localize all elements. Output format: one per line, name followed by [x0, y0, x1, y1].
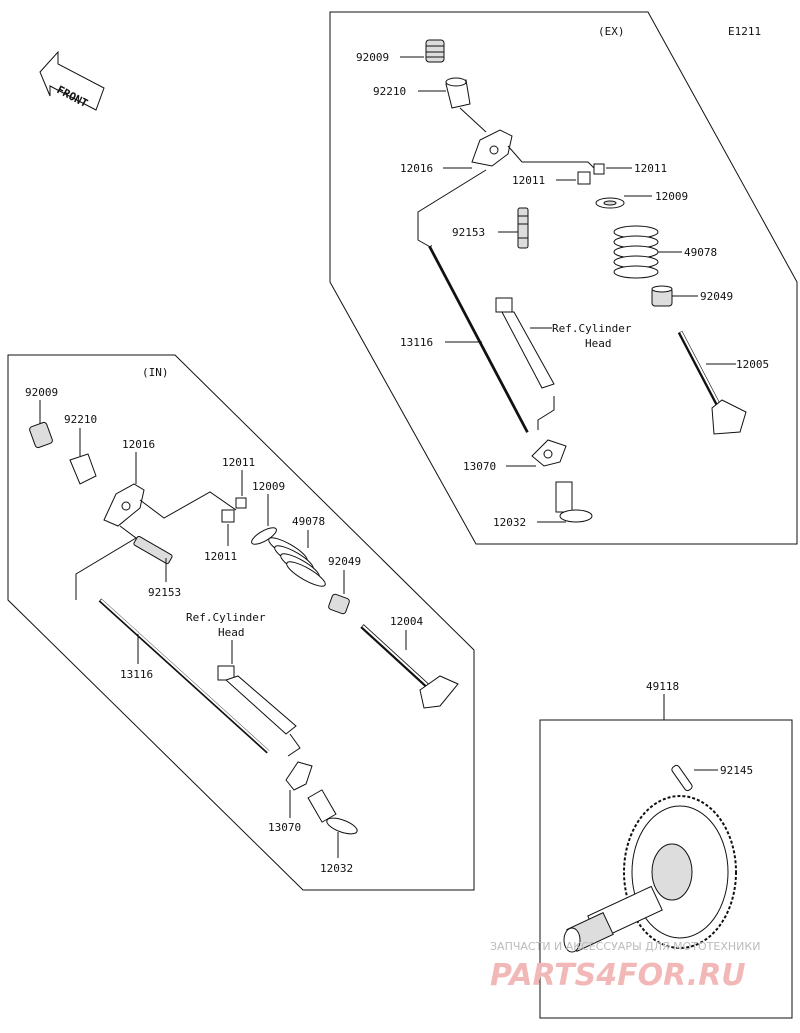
ex-part-12016-rocker-icon	[471, 129, 513, 167]
in-part-12004-valve-icon	[360, 624, 459, 709]
ex-label-12005: 12005	[736, 358, 769, 371]
ex-label-92210: 92210	[373, 85, 406, 98]
in-label-12004: 12004	[390, 615, 423, 628]
ex-part-92009-icon	[425, 39, 445, 63]
ex-label-92049: 92049	[700, 290, 733, 303]
in-part-92009-icon	[29, 421, 53, 449]
ex-part-12011-a-icon	[593, 163, 605, 175]
ex-part-13070-plate-icon	[531, 439, 567, 467]
in-part-13070-plate-icon	[285, 761, 313, 791]
in-part-49078-spring-icon	[268, 537, 326, 587]
ex-part-13116-pushrod-icon	[428, 245, 531, 433]
ex-part-49078-spring-icon	[613, 225, 659, 279]
ex-label-13070: 13070	[463, 460, 496, 473]
in-group-border	[7, 354, 475, 891]
ex-part-12005-valve-icon	[677, 330, 747, 435]
ex-label-12032: 12032	[493, 516, 526, 529]
ex-ref-line2: Head	[585, 337, 612, 350]
ex-label-12016: 12016	[400, 162, 433, 175]
in-ref-line2: Head	[218, 626, 245, 639]
ex-group-label: (EX)	[598, 25, 625, 38]
cam-label-92145: 92145	[720, 764, 753, 777]
ex-part-12009-icon	[595, 197, 625, 209]
in-label-12032: 12032	[320, 862, 353, 875]
cam-group-border	[539, 719, 793, 1019]
ex-part-92153-bolt-icon	[517, 207, 529, 249]
in-part-13116-pushrod-icon	[98, 598, 270, 754]
in-part-92049-seal-icon	[328, 593, 350, 615]
in-ref-cylinder-head-bolt-icon	[217, 665, 297, 735]
cam-part-49118-camshaft-gear-icon	[563, 795, 737, 953]
front-arrow-icon: FRONT	[39, 50, 105, 111]
in-label-13070: 13070	[268, 821, 301, 834]
in-part-12009-icon	[251, 527, 277, 545]
in-group-label: (IN)	[142, 366, 169, 379]
in-part-12016-rocker-icon	[103, 483, 145, 527]
ex-part-92049-seal-icon	[651, 285, 673, 307]
ex-label-13116: 13116	[400, 336, 433, 349]
in-ref-line1: Ref.Cylinder	[186, 611, 266, 624]
ex-ref-line1: Ref.Cylinder	[552, 322, 632, 335]
ex-part-92210-icon	[445, 77, 471, 109]
in-label-92049: 92049	[328, 555, 361, 568]
in-label-49078: 49078	[292, 515, 325, 528]
in-part-12011-a-icon	[235, 497, 247, 509]
ex-label-92153: 92153	[452, 226, 485, 239]
ex-label-12009: 12009	[655, 190, 688, 203]
watermark-line2: PARTS4FOR.RU	[490, 958, 746, 993]
in-label-92009: 92009	[25, 386, 58, 399]
in-label-12016: 12016	[122, 438, 155, 451]
ex-label-12011-b: 12011	[512, 174, 545, 187]
in-part-92210-icon	[69, 453, 97, 485]
ex-group-border	[329, 11, 798, 545]
in-label-92210: 92210	[64, 413, 97, 426]
in-label-12011-b: 12011	[204, 550, 237, 563]
cam-label-49118: 49118	[646, 680, 679, 693]
in-part-92153-bolt-icon	[133, 535, 173, 565]
ex-label-49078: 49078	[684, 246, 717, 259]
ex-part-12032-lifter-icon	[555, 481, 593, 523]
in-label-92153: 92153	[148, 586, 181, 599]
watermark-line1: ЗАПЧАСТИ И АКСЕССУАРЫ ДЛЯ МОТОТЕХНИКИ	[490, 940, 760, 953]
cam-part-92145-pin-icon	[671, 764, 693, 792]
in-label-13116: 13116	[120, 668, 153, 681]
in-part-12011-b-icon	[221, 509, 235, 523]
in-label-12009: 12009	[252, 480, 285, 493]
ex-ref-cylinder-head-bolt-icon	[495, 297, 555, 389]
in-label-12011-a: 12011	[222, 456, 255, 469]
ex-label-12011-a: 12011	[634, 162, 667, 175]
in-part-12032-lifter-icon	[307, 789, 358, 835]
ex-part-12011-b-icon	[577, 171, 591, 185]
diagram-code: E1211	[728, 25, 761, 38]
ex-label-92009: 92009	[356, 51, 389, 64]
